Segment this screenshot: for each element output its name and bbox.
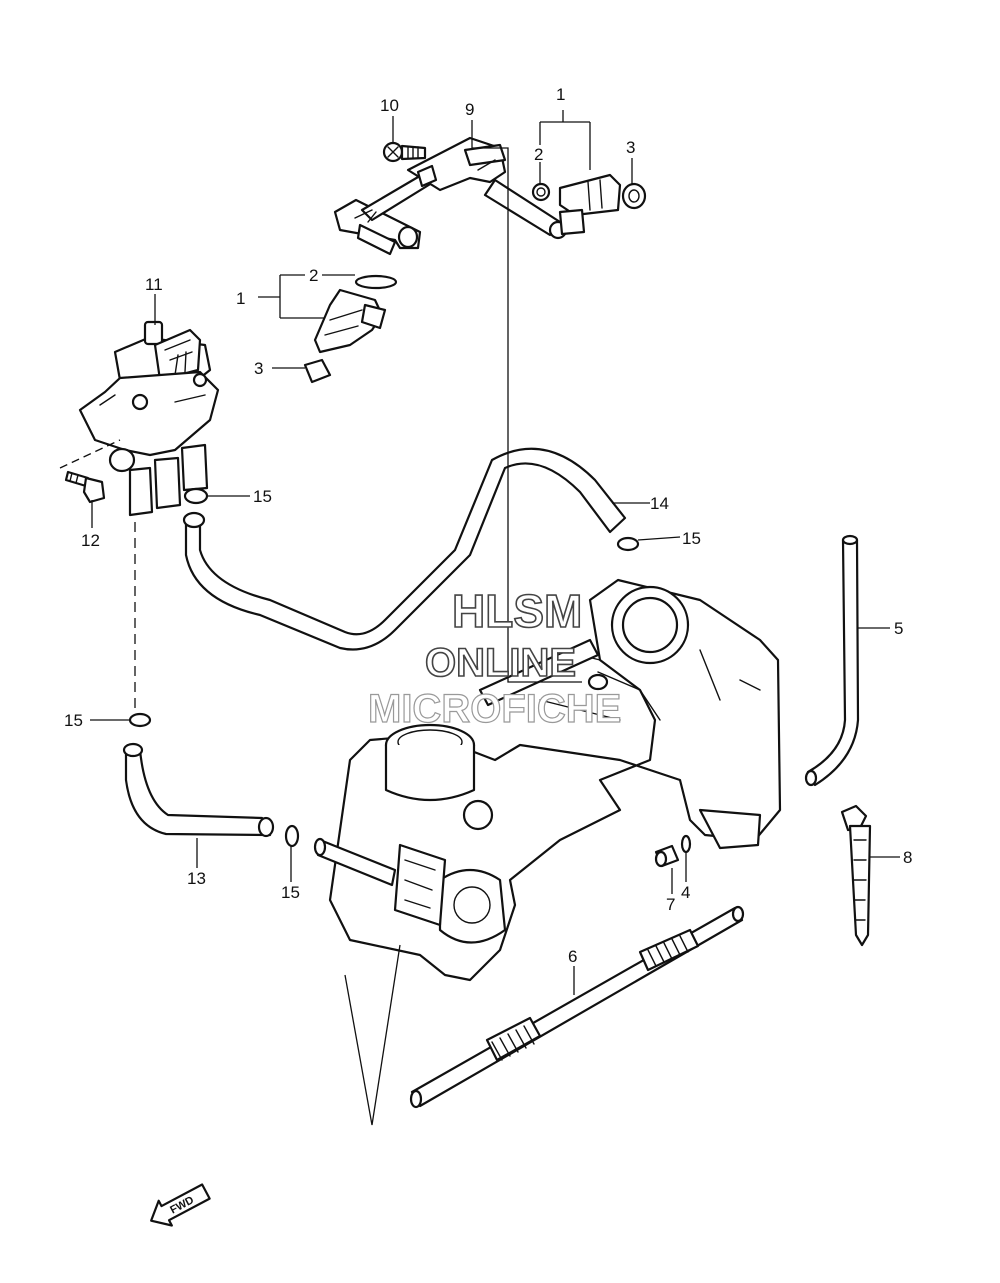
callout-10: 10: [380, 96, 399, 115]
callout-14: 14: [650, 494, 669, 513]
hose-14[interactable]: [182, 447, 627, 651]
callout-15c: 15: [64, 711, 83, 730]
forward-direction-arrow: FWD: [150, 1183, 211, 1227]
leader-lines: [59, 110, 900, 1126]
callout-2b: 2: [309, 266, 318, 285]
callout-2a: 2: [534, 145, 543, 164]
callout-5: 5: [894, 619, 903, 638]
callout-8: 8: [903, 848, 912, 867]
callout-1b: 1: [236, 289, 245, 308]
callout-11: 11: [145, 275, 163, 294]
callout-12: 12: [81, 531, 100, 550]
throttle-body[interactable]: [313, 578, 782, 982]
cable-tie-8[interactable]: [840, 804, 872, 947]
callout-1a: 1: [556, 85, 565, 104]
cap-7[interactable]: [654, 844, 680, 868]
callout-15d: 15: [281, 883, 300, 902]
callout-3a: 3: [626, 138, 635, 157]
callout-9: 9: [465, 100, 474, 119]
fuel-injector-upper[interactable]: [531, 173, 647, 236]
callout-15b: 15: [682, 529, 701, 548]
hose-clamp-2[interactable]: [616, 536, 640, 552]
hose-5[interactable]: [804, 534, 860, 787]
fuel-delivery-pipe[interactable]: [333, 136, 568, 256]
screw-10[interactable]: [382, 141, 427, 163]
watermark-line3: MICROFICHE: [368, 687, 621, 731]
hose-clamp-1[interactable]: [183, 487, 209, 505]
watermark-line2: ONLINE: [425, 641, 576, 685]
watermark-line1: HLSM: [452, 585, 582, 637]
clip-4[interactable]: [680, 834, 692, 854]
callout-15a: 15: [253, 487, 272, 506]
callout-labels: 1 2 3 10 9 2 1 3 11 12 15 14 15 5 15 13 …: [64, 85, 912, 966]
watermark: HLSM ONLINE MICROFICHE: [367, 584, 622, 731]
hose-13[interactable]: [122, 742, 275, 838]
idle-speed-control-valve[interactable]: [78, 320, 220, 517]
bolt-12[interactable]: [64, 470, 106, 504]
callout-7: 7: [666, 895, 675, 914]
callout-4: 4: [681, 883, 690, 902]
callout-6: 6: [568, 947, 577, 966]
callout-13: 13: [187, 869, 206, 888]
hose-clamp-4[interactable]: [284, 824, 300, 848]
hose-clamp-3[interactable]: [128, 712, 152, 728]
throttle-cable-rod-6[interactable]: [409, 905, 745, 1109]
fuel-injector-left[interactable]: [303, 274, 398, 384]
callout-3b: 3: [254, 359, 263, 378]
